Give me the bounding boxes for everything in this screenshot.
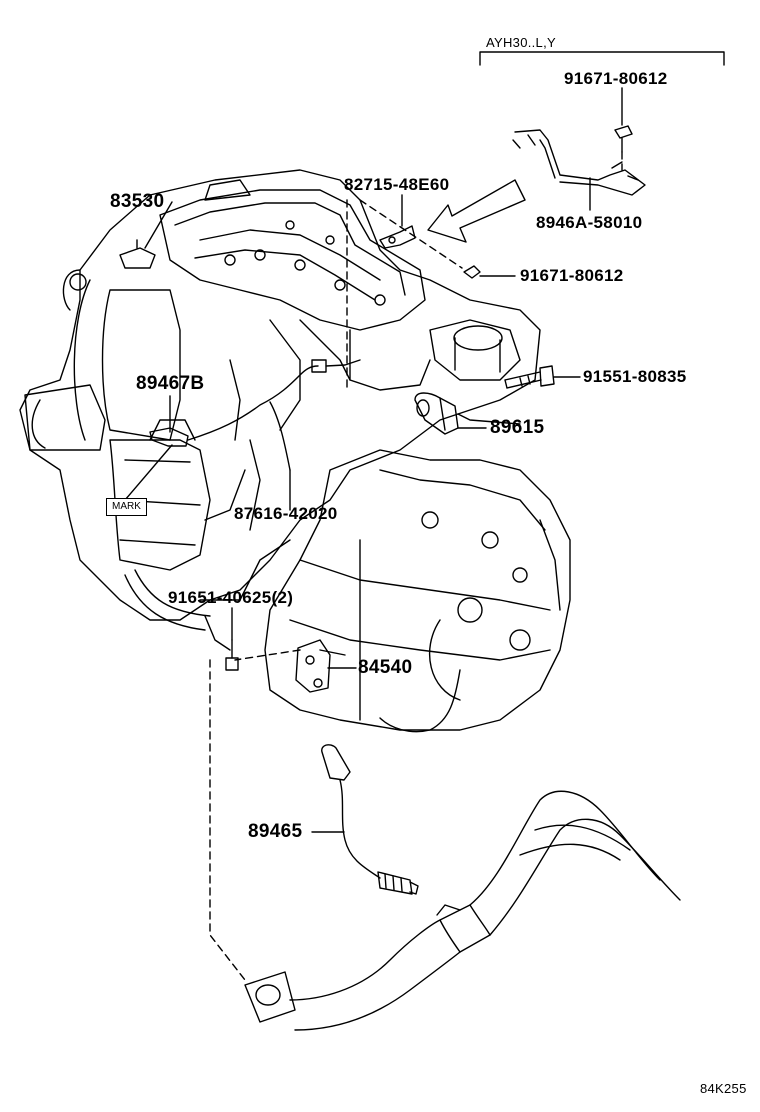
transaxle-assembly — [264, 449, 571, 733]
part-callout-91671-lower[interactable]: 91671-80612 — [520, 266, 624, 285]
figure-code: 84K255 — [700, 1081, 747, 1096]
part-callout-89615[interactable]: 89615 — [490, 417, 545, 438]
part-callout-89467b[interactable]: 89467B — [136, 373, 205, 394]
bracket-sensor-drawing — [512, 125, 646, 196]
part-callout-82715[interactable]: 82715-48E60 — [344, 175, 450, 194]
exhaust-pipe-drawing — [244, 790, 681, 1031]
bolt-91551-drawing — [504, 365, 555, 389]
part-callout-83530[interactable]: 83530 — [110, 191, 165, 212]
bracket-82715-drawing — [379, 225, 416, 249]
part-callout-8946a[interactable]: 8946A-58010 — [536, 213, 643, 232]
part-callout-89465[interactable]: 89465 — [248, 821, 303, 842]
mark-box: MARK — [106, 498, 147, 516]
engine-assembly — [19, 169, 541, 651]
leader-lines — [124, 51, 725, 833]
direction-arrow — [427, 179, 526, 243]
part-callout-91551[interactable]: 91551-80835 — [583, 367, 687, 386]
variant-label: AYH30..L,Y — [486, 35, 556, 50]
part-callout-87616[interactable]: 87616-42020 — [234, 504, 338, 523]
part-callout-91651[interactable]: 91651-40625(2) — [168, 588, 294, 607]
part-callout-84540[interactable]: 84540 — [358, 657, 413, 678]
bolts-91671-91651-drawing — [225, 265, 481, 671]
knock-sensor-drawing — [414, 392, 521, 435]
oxygen-sensor-drawing — [321, 744, 419, 895]
part-callout-91671-upper[interactable]: 91671-80612 — [564, 69, 668, 88]
